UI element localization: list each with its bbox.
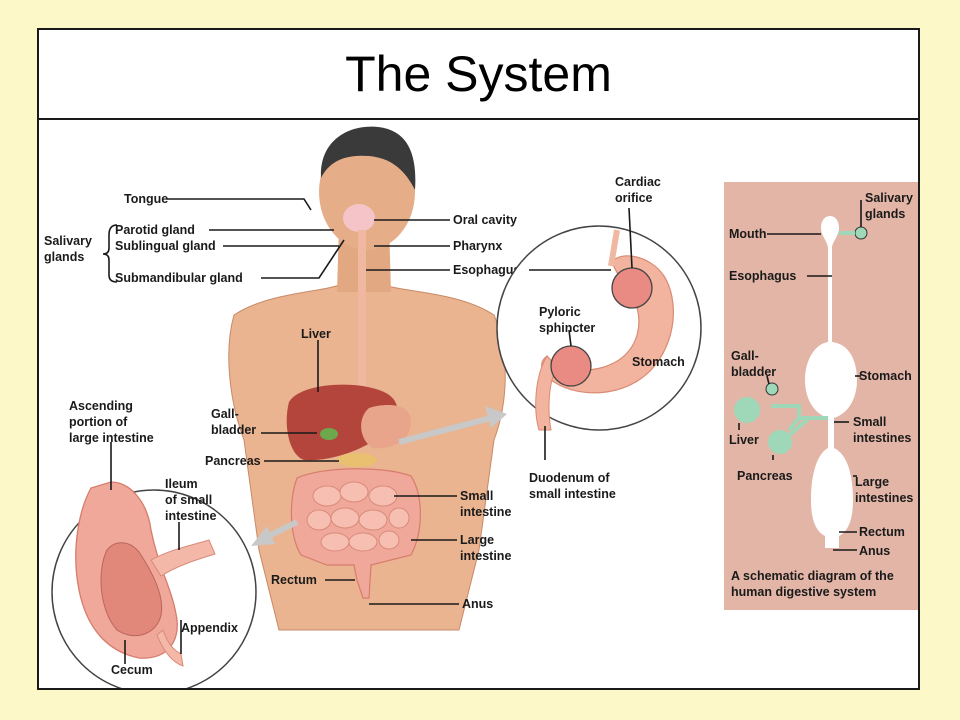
label-parotid-gland: Parotid gland xyxy=(115,223,195,237)
head xyxy=(319,134,415,250)
salivary-bracket xyxy=(102,224,118,283)
body-figure xyxy=(228,126,506,631)
gallbladder-small xyxy=(320,428,338,440)
label-stomach: Stomach xyxy=(632,355,685,369)
label-ileum-2: of small xyxy=(165,493,212,507)
label-small-intestine-2: intestine xyxy=(460,505,511,519)
schematic-label-esophagus: Esophagus xyxy=(729,269,796,283)
ileum-tube xyxy=(150,539,216,577)
label-tongue: Tongue xyxy=(124,192,168,206)
schematic-label-anus: Anus xyxy=(859,544,890,558)
cecum-inset-labels: Ascending portion of large intestine Ile… xyxy=(69,399,238,677)
label-ascending-3: large intestine xyxy=(69,431,154,445)
pyloric-detail xyxy=(550,345,592,387)
schematic-panel: Salivary glands Mouth Esophagus Gall- bl… xyxy=(724,182,918,610)
label-liver: Liver xyxy=(301,327,331,341)
pancreas-small xyxy=(337,453,377,467)
schematic-label-large-1: Large xyxy=(855,475,889,489)
label-submandibular-gland: Submandibular gland xyxy=(115,271,243,285)
label-cardiac-orifice-2: orifice xyxy=(615,191,653,205)
arrow-to-cecum-inset xyxy=(251,519,299,546)
esophagus-tube xyxy=(358,230,366,410)
label-rectum: Rectum xyxy=(271,573,317,587)
schematic-liver xyxy=(734,397,760,423)
schematic-label-gallbladder-2: bladder xyxy=(731,365,776,379)
label-esophagus: Esophagus xyxy=(453,263,520,277)
label-small-intestine-1: Small xyxy=(460,489,493,503)
label-sublingual-gland: Sublingual gland xyxy=(115,239,216,253)
label-pyloric-sphincter-2: sphincter xyxy=(539,321,595,335)
label-duodenum-2: small intestine xyxy=(529,487,616,501)
label-large-intestine-1: Large xyxy=(460,533,494,547)
schematic-salivary-gland xyxy=(854,226,868,240)
label-pharynx: Pharynx xyxy=(453,239,502,253)
label-salivary-glands-1: Salivary xyxy=(44,234,92,248)
schematic-label-gallbladder-1: Gall- xyxy=(731,349,759,363)
duodenum-inset xyxy=(535,355,558,431)
label-gallbladder-1: Gall- xyxy=(211,407,239,421)
schematic-gallbladder xyxy=(765,382,779,396)
label-cardiac-orifice-1: Cardiac xyxy=(615,175,661,189)
pyloric-leader xyxy=(568,329,572,347)
body-leaders xyxy=(167,198,459,605)
arrow-to-stomach-inset xyxy=(398,406,507,445)
slide-title: The System xyxy=(345,46,612,102)
stomach-inset-labels: Cardiac orifice Pyloric sphincter Stomac… xyxy=(529,175,685,501)
digestive-system-diagram: Tongue Salivary glands Parotid gland Sub… xyxy=(44,126,918,688)
cardiac-detail xyxy=(611,267,653,309)
schematic-tube xyxy=(805,216,857,548)
label-anus: Anus xyxy=(462,597,493,611)
label-ileum-1: Ileum xyxy=(165,477,198,491)
schematic-label-liver: Liver xyxy=(729,433,759,447)
schematic-label-large-2: intestines xyxy=(855,491,913,505)
stomach-inset xyxy=(496,207,702,460)
label-ascending-1: Ascending xyxy=(69,399,133,413)
small-intestine xyxy=(306,481,410,552)
title-bar: The System xyxy=(39,30,918,120)
label-pancreas: Pancreas xyxy=(205,454,261,468)
hair xyxy=(320,126,416,190)
schematic-label-salivary-1: Salivary xyxy=(865,191,913,205)
schematic-pancreas xyxy=(768,430,792,454)
label-duodenum-1: Duodenum of xyxy=(529,471,610,485)
esophagus-to-stomach xyxy=(608,229,620,267)
salivary-glands xyxy=(343,204,375,232)
schematic-gallbladder-leader xyxy=(766,375,770,385)
label-gallbladder-2: bladder xyxy=(211,423,256,437)
schematic-label-small-2: intestines xyxy=(853,431,911,445)
schematic-label-stomach: Stomach xyxy=(859,369,912,383)
label-oral-cavity: Oral cavity xyxy=(453,213,517,227)
body-labels: Tongue Salivary glands Parotid gland Sub… xyxy=(44,192,520,611)
label-large-intestine-2: intestine xyxy=(460,549,511,563)
schematic-label-salivary-2: glands xyxy=(865,207,905,221)
schematic-label-pancreas: Pancreas xyxy=(737,469,793,483)
label-salivary-glands-2: glands xyxy=(44,250,84,264)
cecum-interior xyxy=(100,542,163,637)
schematic-caption-2: human digestive system xyxy=(731,585,876,599)
label-appendix: Appendix xyxy=(181,621,238,635)
label-ascending-2: portion of xyxy=(69,415,128,429)
schematic-label-mouth: Mouth xyxy=(729,227,766,241)
schematic-caption-1: A schematic diagram of the xyxy=(731,569,894,583)
stomach-small xyxy=(361,404,411,449)
cecum-inset xyxy=(51,442,257,688)
label-ileum-3: intestine xyxy=(165,509,216,523)
label-cecum: Cecum xyxy=(111,663,153,677)
label-pyloric-sphincter-1: Pyloric xyxy=(539,305,581,319)
cardiac-leader xyxy=(628,207,633,269)
schematic-label-rectum: Rectum xyxy=(859,525,905,539)
schematic-label-small-1: Small xyxy=(853,415,886,429)
slide-frame: The System xyxy=(37,28,920,690)
